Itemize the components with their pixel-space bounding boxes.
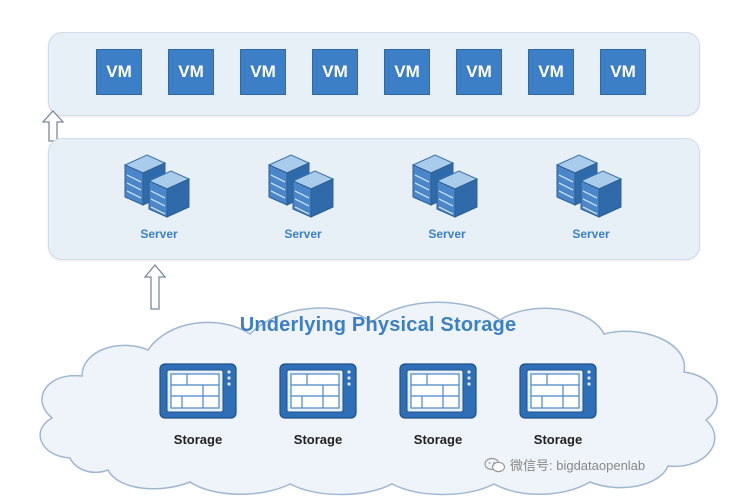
vm-box: VM (96, 49, 142, 95)
watermark-text: 微信号: bigdataopenlab (510, 458, 646, 473)
vm-box: VM (528, 49, 574, 95)
server-label: Server (572, 227, 610, 241)
server-label: Server (140, 227, 178, 241)
vm-box: VM (384, 49, 430, 95)
vm-box: VM (168, 49, 214, 95)
storage-array-icon (399, 363, 477, 419)
server-label: Server (428, 227, 466, 241)
vm-box: VM (456, 49, 502, 95)
vm-row: VM VM VM VM VM VM VM VM (96, 49, 646, 95)
server-rack-icon (123, 154, 191, 218)
storage-array-icon (279, 363, 357, 419)
watermark: 微信号: bigdataopenlab (484, 455, 645, 474)
server-layer-panel: Server (48, 138, 700, 260)
vm-box: VM (240, 49, 286, 95)
storage-label: Storage (173, 432, 223, 447)
storage-cloud-title: Underlying Physical Storage (239, 314, 517, 336)
storage-node: Storage (158, 362, 238, 447)
server-rack-icon (555, 154, 623, 218)
wechat-icon (484, 457, 506, 472)
vm-box: VM (600, 49, 646, 95)
storage-node: Storage (518, 362, 598, 447)
server-node: Server (551, 151, 631, 241)
storage-array-icon (519, 363, 597, 419)
storage-node: Storage (278, 362, 358, 447)
storage-label: Storage (413, 432, 463, 447)
storage-label: Storage (533, 432, 583, 447)
storage-label: Storage (293, 432, 343, 447)
vm-box: VM (312, 49, 358, 95)
server-node: Server (263, 151, 343, 241)
up-arrow-icon (144, 264, 166, 310)
storage-node: Storage (398, 362, 478, 447)
server-rack-icon (411, 154, 479, 218)
server-label: Server (284, 227, 322, 241)
server-node: Server (119, 151, 199, 241)
storage-array-icon (159, 363, 237, 419)
server-node: Server (407, 151, 487, 241)
storage-row: Storage Storage (158, 362, 598, 447)
storage-cloud (39, 301, 718, 496)
vm-layer-panel: VM VM VM VM VM VM VM VM (48, 32, 700, 116)
server-rack-icon (267, 154, 335, 218)
server-row: Server (119, 151, 631, 241)
